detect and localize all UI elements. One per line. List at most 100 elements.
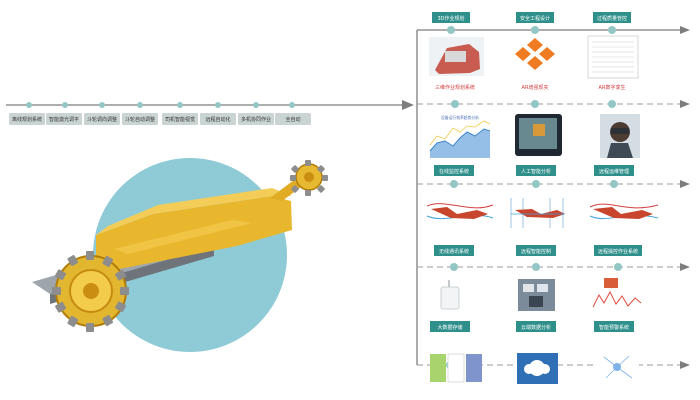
row3-node-1 (450, 180, 458, 188)
timeline-node (99, 102, 105, 108)
row3-machine-icon-2 (515, 209, 565, 218)
network-link-3 (605, 366, 618, 379)
row-arrow-icon-2 (680, 100, 690, 108)
timeline-node (215, 102, 221, 108)
row2-label-box-2 (516, 165, 556, 176)
row3-label-3: 远程操控作业系统 (598, 248, 638, 255)
vr-headset-band (611, 128, 629, 134)
storage-icon-2 (447, 353, 465, 383)
row3-label-2: 远程智能控制 (521, 248, 551, 255)
row1-red-label-3: AR数字孪生 (599, 84, 626, 91)
timeline-label-box (9, 113, 45, 125)
row1-label-1: 3D作业规划 (437, 15, 464, 22)
row4-label-2: 云端数据分析 (521, 324, 551, 331)
timeline-label-box (275, 113, 311, 125)
chart-line-secondary (429, 120, 491, 146)
bucket-teeth (52, 251, 129, 332)
row3-node-3 (610, 180, 618, 188)
timeline-label-box (84, 113, 120, 125)
row1-label-box-2 (516, 12, 554, 23)
timeline-node (62, 102, 68, 108)
machine-cabin (445, 51, 466, 62)
row1-red-label-1: 三维作业规划系统 (435, 84, 475, 91)
row3-curve-3 (589, 203, 659, 209)
row-arrow-icon-5 (680, 361, 690, 369)
checklist-icon (592, 41, 634, 73)
chart-line (429, 128, 491, 152)
row-3: 无线通讯系统 远程智能控制 远程操控作业系统 (426, 198, 659, 271)
timeline-label-6: 远程自动化 (205, 116, 230, 123)
timeline-label-5: 司机智能视觉 (165, 116, 195, 123)
network-link-4 (616, 366, 633, 379)
row3-label-1: 无线通讯系统 (439, 248, 469, 255)
rear-wheel-center (304, 172, 314, 182)
network-link-1 (603, 356, 618, 368)
safety-icon (515, 38, 555, 70)
machine-panel (114, 220, 252, 254)
row1-label-2: 安全工程设计 (520, 15, 550, 22)
row3-label-box-2 (516, 245, 556, 256)
machine-illustration (32, 158, 328, 352)
row-arrow-icon-3 (680, 180, 690, 188)
rear-wheel-teeth (290, 160, 328, 196)
row4-label-1: 大数据存储 (437, 324, 462, 331)
timeline-node (26, 102, 32, 108)
control-room-operator (529, 296, 543, 307)
row4-node-2 (532, 263, 540, 271)
timeline-label-7: 多机协同作业 (241, 116, 271, 123)
row1-node-3 (608, 26, 616, 34)
row2-label-box-1 (434, 165, 474, 176)
row1-label-3: 过程质量管控 (597, 15, 627, 22)
control-room-screen-2 (537, 284, 548, 292)
row-2: 设备运行效率趋势分析 在线监控系统 人工智能分析 远程运维管理 (427, 112, 640, 188)
storage-icon-1 (430, 354, 446, 382)
row4-node-1 (450, 263, 458, 271)
timeline-label-box (162, 113, 198, 125)
timeline-label-box (200, 113, 236, 125)
row4-label-box-2 (516, 321, 556, 332)
row4-label-box-3 (594, 321, 634, 332)
timeline-node (137, 102, 143, 108)
analytics-line (592, 290, 642, 308)
bucket-wheel-center (83, 283, 99, 299)
row4-node-3 (614, 263, 622, 271)
row1-label-box-3 (593, 12, 631, 23)
row3-label-box-3 (594, 245, 642, 256)
timeline-label-1: 离线规划系统 (12, 116, 42, 123)
timeline-label-box (238, 113, 274, 125)
chart-inset-title: 设备运行效率趋势分析 (441, 115, 479, 120)
timeline-arrow-icon (402, 100, 414, 110)
row-arrow-icon-4 (680, 263, 690, 271)
main-timeline: 离线规划系统 智能激光调平 斗轮调向调整 斗轮自动调整 司机智能视觉 远程自动化… (6, 100, 414, 125)
timeline-label-4: 斗轮自动调整 (125, 116, 155, 123)
cloud-icon-right (540, 364, 550, 374)
row2-label-3: 远程运维管理 (599, 168, 629, 175)
row1-label-box-1 (432, 12, 470, 23)
analytics-machine (604, 278, 618, 288)
cloud-icon-left (524, 364, 534, 374)
right-flow (416, 26, 690, 369)
row-1: 3D作业规划 安全工程设计 过程质量管控 (429, 12, 639, 108)
row3-label-box-1 (434, 245, 474, 256)
tablet-screen-object (533, 124, 545, 136)
timeline-label-box (122, 113, 158, 125)
row-5 (430, 351, 639, 384)
timeline-label-8: 全自动 (285, 116, 300, 123)
timeline-node (289, 102, 295, 108)
row4-label-box-1 (430, 321, 470, 332)
row3-machine-icon-3 (593, 207, 653, 219)
row1-red-label-2: AR增强现实 (522, 84, 549, 91)
row1-node-1 (447, 26, 455, 34)
machine-rear-boom (270, 180, 305, 201)
wireless-icon (440, 286, 460, 310)
row2-label-1: 在线监控系统 (439, 168, 469, 175)
row1-node-2 (531, 26, 539, 34)
network-link-2 (616, 355, 630, 368)
vr-user-body (607, 143, 633, 158)
row3-curve-1 (426, 203, 494, 209)
row2-label-box-3 (594, 165, 634, 176)
machine-roof (96, 188, 292, 235)
row-arrow-icon-1 (680, 26, 690, 34)
